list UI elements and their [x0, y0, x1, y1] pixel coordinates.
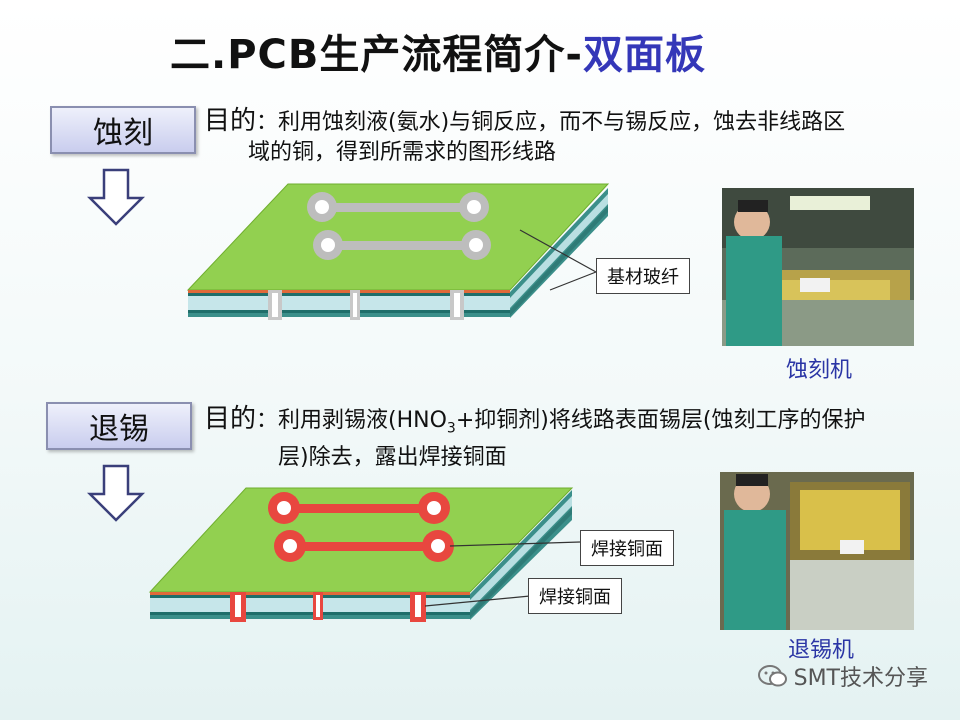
purpose-label: 目的: [204, 106, 257, 136]
etching-machine-photo: [722, 188, 914, 346]
callout-solder-copper-top-label: 焊接铜面: [591, 539, 663, 560]
step-etching-description: 目的：利用蚀刻液(氨水)与铜反应，而不与锡反应，蚀去非线路区 域的铜，得到所需求…: [204, 106, 924, 168]
down-arrow-1: [86, 168, 146, 226]
stripping-machine-caption: 退锡机: [788, 632, 854, 664]
desc2-line2: 层)除去，露出焊接铜面: [278, 445, 507, 471]
desc2-line1-a: ：利用剥锡液(HNO: [256, 408, 447, 433]
stripping-machine-caption-text: 退锡机: [788, 638, 855, 663]
callout-solder-copper-top: 焊接铜面: [580, 530, 674, 566]
etching-machine-caption-text: 蚀刻机: [786, 358, 853, 383]
callout-substrate-fiberglass: 基材玻纤: [596, 258, 690, 294]
page-title: 二.PCB生产流程简介-双面板: [170, 22, 706, 80]
etching-board-diagram: [186, 183, 610, 320]
etching-machine-caption: 蚀刻机: [786, 352, 852, 384]
watermark-text: SMT技术分享: [793, 666, 928, 691]
down-arrow-2: [86, 464, 146, 522]
desc-line2: 域的铜，得到所需求的图形线路: [248, 140, 557, 165]
desc-line1: ：利用蚀刻液(氨水)与铜反应，而不与锡反应，蚀去非线路区: [256, 110, 846, 135]
stripping-machine-photo: [720, 472, 914, 630]
desc2-line1-sub: 3: [446, 420, 456, 437]
watermark: SMT技术分享: [757, 660, 928, 692]
callout-substrate-label: 基材玻纤: [607, 267, 679, 288]
step-etching-box: 蚀刻: [50, 106, 196, 154]
stripping-board-diagram: [148, 487, 581, 622]
callout-solder-copper-bottom-label: 焊接铜面: [539, 587, 611, 608]
title-accent: 双面板: [582, 32, 706, 78]
desc2-line1-b: +抑铜剂)将线路表面锡层(蚀刻工序的保护: [455, 408, 866, 433]
step-stripping-label: 退锡: [89, 412, 149, 447]
title-main: 二.PCB生产流程简介-: [170, 32, 583, 78]
wechat-icon: [757, 665, 787, 687]
step-stripping-description: 目的：利用剥锡液(HNO3+抑铜剂)将线路表面锡层(蚀刻工序的保护 层)除去，露…: [204, 404, 934, 473]
purpose-label-2: 目的: [204, 404, 257, 434]
step-etching-label: 蚀刻: [93, 116, 153, 151]
step-stripping-box: 退锡: [46, 402, 192, 450]
callout-solder-copper-bottom: 焊接铜面: [528, 578, 622, 614]
